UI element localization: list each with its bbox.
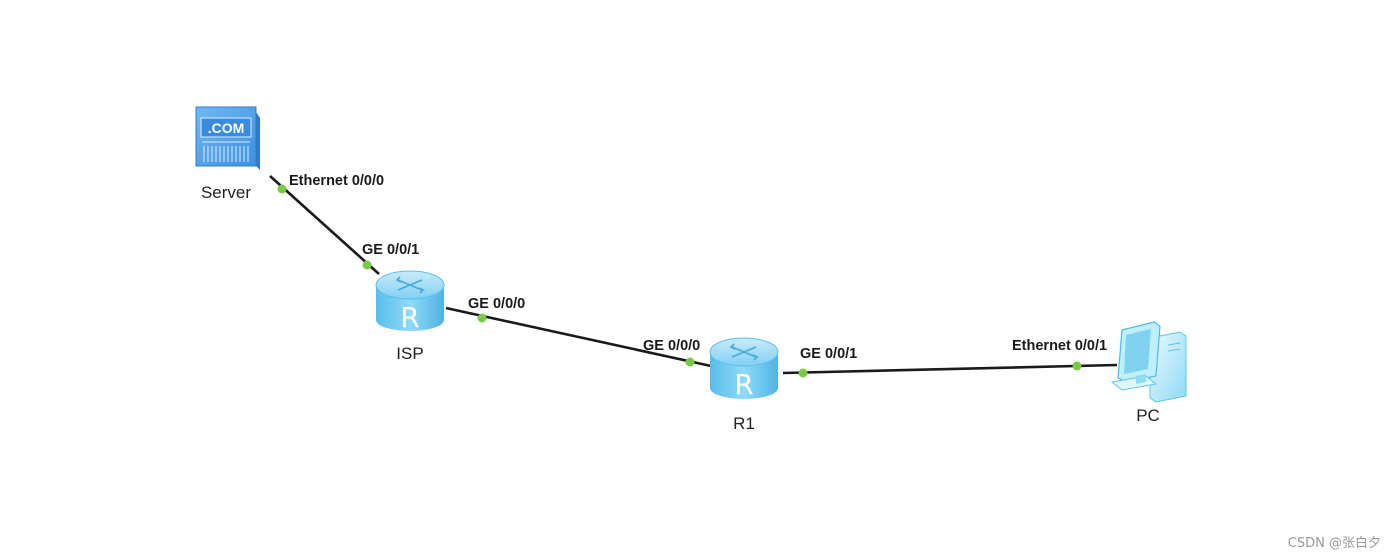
port-dot-pc-eth1[interactable] — [1072, 361, 1082, 371]
pc-node[interactable]: PC — [1110, 321, 1187, 425]
r1-label: R1 — [733, 414, 755, 433]
port-label-r1-ge001: GE 0/0/1 — [800, 346, 857, 362]
port-label-server-eth0: Ethernet 0/0/0 — [289, 173, 384, 189]
port-label-r1-ge000: GE 0/0/0 — [643, 338, 700, 354]
port-dot-r1-ge001[interactable] — [798, 368, 808, 378]
link-isp-r1[interactable] — [445, 306, 712, 368]
router-icon: R — [709, 337, 779, 401]
server-label: Server — [201, 183, 251, 202]
port-label-isp-ge001: GE 0/0/1 — [362, 242, 419, 258]
server-node[interactable]: .COM Server — [195, 106, 260, 202]
port-dot-isp-ge001[interactable] — [362, 260, 372, 270]
port-label-pc-eth1: Ethernet 0/0/1 — [1012, 338, 1107, 354]
watermark: CSDN @张白夕 — [1288, 535, 1381, 551]
link-server-isp[interactable] — [269, 175, 380, 275]
port-dot-server-eth0[interactable] — [277, 184, 287, 194]
port-label-isp-ge000: GE 0/0/0 — [468, 296, 525, 312]
port-labels: Ethernet 0/0/0 GE 0/0/1 GE 0/0/0 GE 0/0/… — [289, 173, 1107, 362]
r1-router-node[interactable]: R R1 — [709, 337, 779, 433]
router-icon: R — [375, 270, 445, 334]
server-com-badge: .COM — [208, 120, 245, 136]
isp-router-node[interactable]: R ISP — [375, 270, 445, 363]
pc-label: PC — [1136, 406, 1160, 425]
port-dot-isp-ge000[interactable] — [477, 313, 487, 323]
links — [269, 175, 1118, 375]
pc-icon — [1110, 321, 1187, 403]
server-com-icon: .COM — [195, 106, 260, 170]
r1-router-glyph: R — [734, 368, 753, 401]
link-r1-pc[interactable] — [782, 363, 1118, 375]
port-dot-r1-ge000[interactable] — [685, 357, 695, 367]
isp-label: ISP — [396, 344, 423, 363]
isp-router-glyph: R — [400, 301, 419, 334]
port-dots — [277, 184, 1082, 378]
